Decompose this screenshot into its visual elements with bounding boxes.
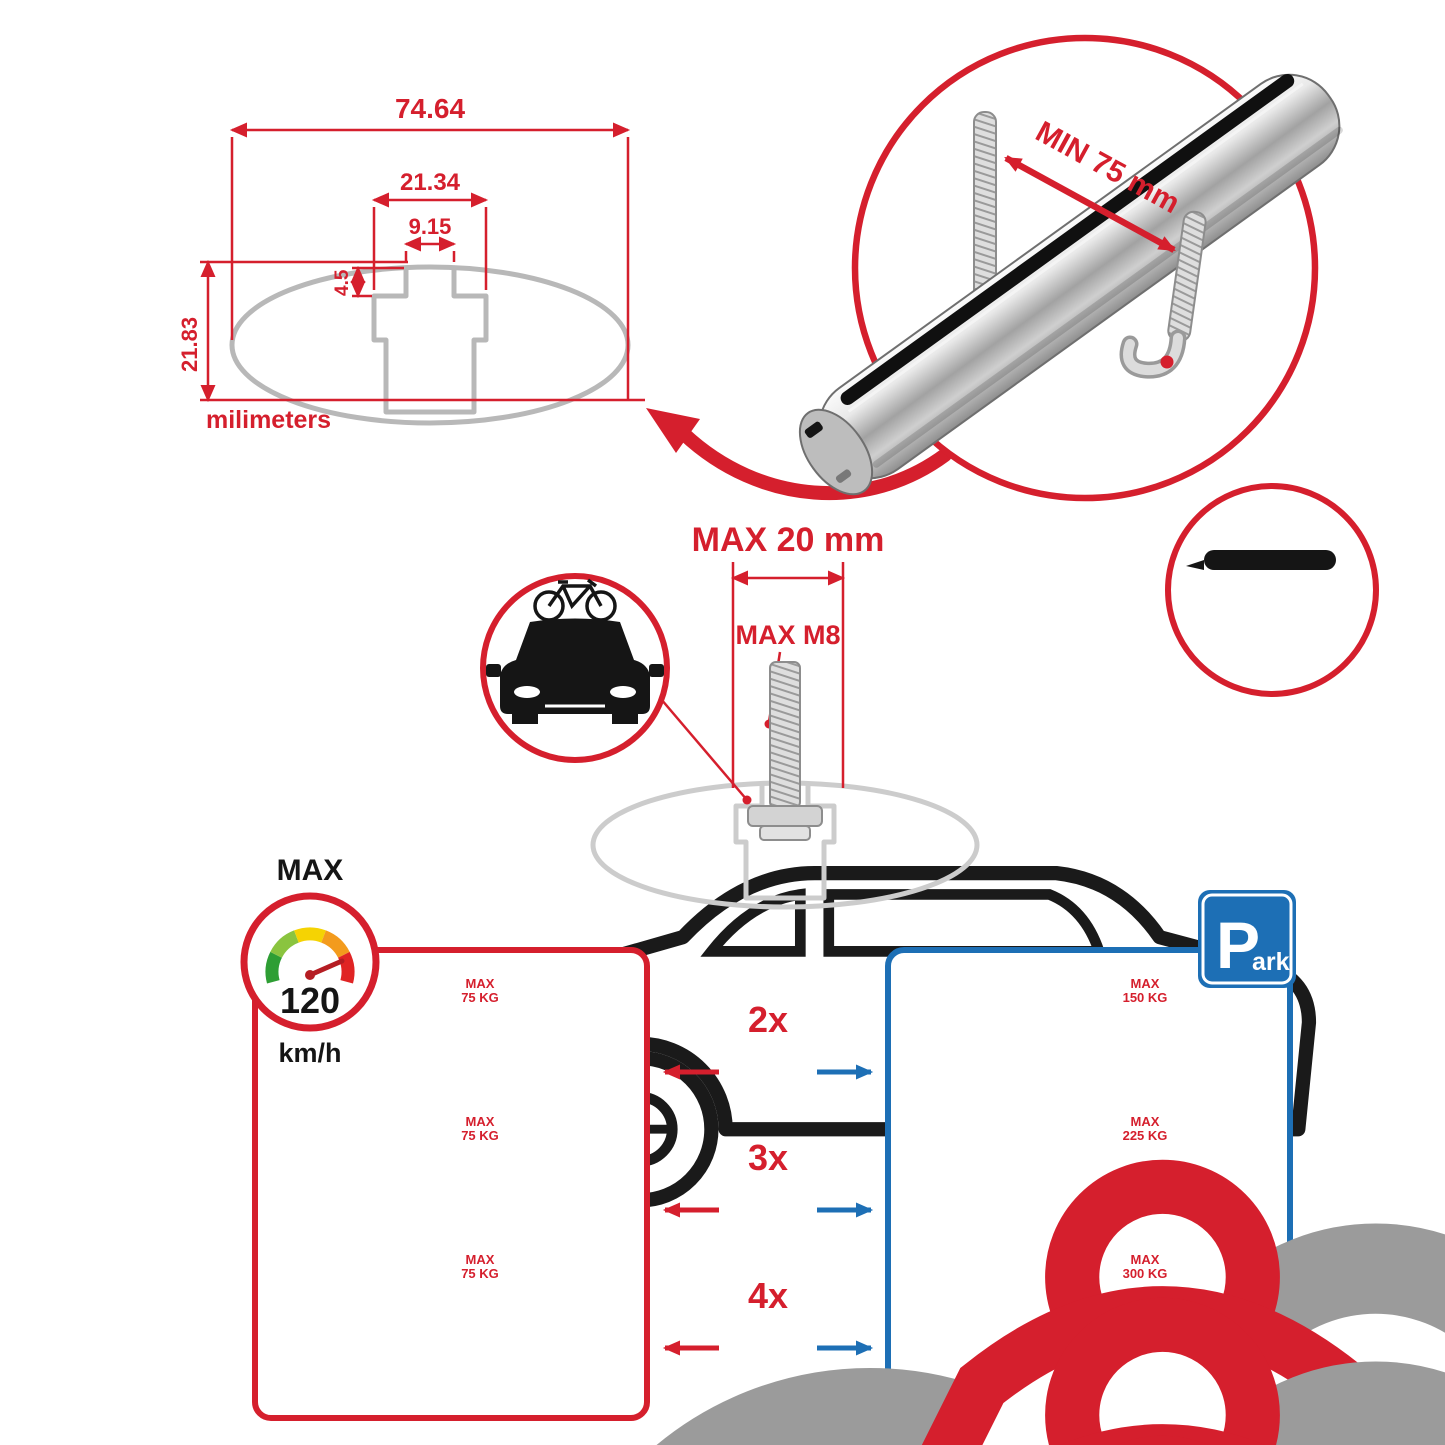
load-badge-max: MAX	[1131, 1114, 1160, 1129]
units-label: milimeters	[206, 406, 331, 434]
crossbar-zoom-circle: MIN 75 mm	[798, 34, 1343, 502]
load-badge-value: 75 KG	[461, 1266, 499, 1281]
pointer-arrow-shaft	[677, 427, 952, 501]
roof-box-nose	[1186, 560, 1204, 570]
row-count-label: 2x	[748, 999, 788, 1040]
clamp-point-dot	[1160, 355, 1174, 369]
load-badge: MAX 225 KG	[1123, 1114, 1445, 1445]
bolt-spec-diagram: MAX 20 mm MAX M8	[590, 521, 980, 910]
load-badge-max: MAX	[466, 1114, 495, 1129]
gauge-circle	[240, 892, 380, 1032]
tbolt	[747, 661, 823, 841]
row-count-label: 4x	[748, 1275, 788, 1316]
pointer-arrow	[646, 408, 952, 501]
bolt-pointer-line	[660, 698, 748, 801]
clamp-hook-highlight	[1123, 333, 1183, 376]
bike-icon	[533, 578, 617, 622]
speed-gauge: MAX 120 km/h	[240, 854, 380, 1068]
min-spread-arrow	[1004, 155, 1176, 253]
bolt-pointer-dot	[742, 795, 752, 805]
speed-unit: km/h	[278, 1038, 341, 1068]
max-thread-label: MAX M8	[735, 620, 840, 650]
dim-total-height: 21.83	[177, 317, 202, 372]
load-badge-max: MAX	[466, 1252, 495, 1267]
load-badge-value: 75 KG	[461, 990, 499, 1005]
load-badge: MAX 75 KG	[461, 976, 1445, 1445]
parking-sign-suffix: ark	[1252, 948, 1290, 976]
roofbox-car-inset-circle	[478, 483, 1379, 1202]
load-badge-value: 300 KG	[1123, 1266, 1168, 1281]
gauge-icon	[265, 927, 355, 984]
max-width-label: MAX 20 mm	[692, 521, 885, 559]
parking-sign-letter: P	[1216, 908, 1260, 982]
gauge-needle	[307, 958, 345, 978]
dim-channel-width: 21.34	[400, 169, 461, 196]
moving-cars-panel	[252, 947, 650, 1421]
roofbox-car	[478, 550, 1336, 1202]
load-badge-max: MAX	[1131, 1252, 1160, 1267]
load-badge-max: MAX	[1131, 976, 1160, 991]
dim-slot-depth: 4.5	[332, 269, 353, 296]
load-badge: MAX 75 KG	[461, 1252, 499, 1281]
pointer-arrow-head	[646, 408, 700, 453]
bar-profile-channel	[371, 268, 489, 415]
load-badge: MAX 75 KG	[461, 1114, 1445, 1445]
row-count-label: 3x	[748, 1137, 788, 1178]
parking-sign-plate	[1198, 890, 1296, 988]
bike-car-circle	[480, 573, 752, 805]
speed-max-label: MAX	[277, 854, 344, 887]
speed-value: 120	[280, 980, 340, 1021]
load-badge: MAX 300 KG	[1123, 1252, 1168, 1281]
cross-section-drawing: 74.64 21.34 9.15 4.5 21.83 milimeters	[177, 93, 645, 434]
load-badge-value: 225 KG	[1123, 1128, 1168, 1143]
inset-circle	[1165, 483, 1379, 697]
dim-slot-width: 9.15	[409, 214, 452, 239]
bike-car-icon	[486, 618, 664, 724]
load-badge-value: 150 KG	[1123, 990, 1168, 1005]
load-badge-max: MAX	[466, 976, 495, 991]
load-badge: MAX 150 KG	[1123, 976, 1445, 1445]
parking-sign: P ark	[1198, 890, 1296, 988]
parking-sign-rim	[1201, 893, 1293, 985]
roof-box-icon	[1204, 550, 1336, 570]
clamp-bolt-near	[1119, 210, 1207, 379]
load-badge-value: 75 KG	[461, 1128, 499, 1143]
dim-total-width: 74.64	[395, 93, 465, 124]
gauge-pivot	[305, 970, 315, 980]
